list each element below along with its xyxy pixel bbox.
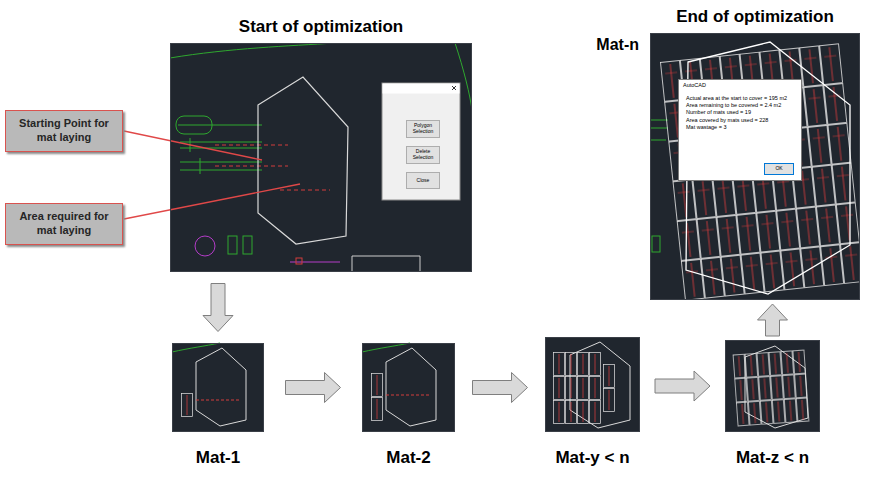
cad-screenshot: Mat-y < n — [545, 337, 640, 432]
heading: Mat-1 — [83, 448, 353, 468]
heading: Mat-z < n — [636, 448, 870, 468]
cad-screenshot: Mat-1 — [172, 343, 264, 432]
ok-button: OK — [764, 163, 794, 175]
mat2-screenshot — [362, 343, 455, 432]
block-arrow — [758, 304, 788, 336]
end-screenshot — [650, 33, 860, 300]
heading: Mat-y < n — [456, 448, 729, 468]
dialog-line: Area covered by mats used = 228 — [686, 117, 768, 124]
button-label: Delete Selection — [409, 149, 437, 161]
heading: Mat-2 — [273, 448, 544, 468]
message-dialog: AutoCAD Actual area at the start to cover… — [678, 79, 802, 181]
callout-text: Starting Point for mat laying — [12, 117, 116, 145]
button-label: OK — [775, 166, 782, 172]
callout-text: Area required for mat laying — [12, 210, 116, 238]
maty-screenshot — [545, 337, 640, 432]
title-bar: AutoCAD — [679, 80, 801, 91]
dialog-line: Area remaining to be covered = 2.4 m2 — [686, 102, 781, 109]
block-arrow — [286, 373, 341, 403]
callout-box: Starting Point for mat laying — [5, 110, 123, 152]
heading: Start of optimization — [81, 17, 561, 37]
dialog-button: Close — [406, 172, 440, 189]
dialog-line: Mat wastage = 3 — [686, 124, 727, 131]
heading: End of optimization — [561, 7, 870, 27]
side-label: Mat-n — [596, 36, 639, 54]
cad-screenshot: Mat-2 — [362, 343, 455, 432]
callout-box: Area required for mat laying — [5, 203, 123, 245]
cad-screenshot: End of optimizationMat-nAutoCADActual ar… — [650, 33, 860, 300]
dialog-line: Actual area at the start to cover = 195 … — [686, 95, 787, 102]
start-screenshot — [170, 43, 472, 272]
block-arrow — [655, 371, 710, 401]
button-label: Polygon Selection — [409, 123, 437, 135]
matz-screenshot — [725, 340, 820, 432]
dialog-line: Number of mats used = 19 — [686, 109, 751, 116]
block-arrow — [203, 284, 233, 332]
dialog-body: Actual area at the start to cover = 195 … — [679, 91, 801, 135]
cad-screenshot: Start of optimizationPolygon SelectionDe… — [170, 43, 472, 272]
dialog-title: AutoCAD — [683, 82, 797, 89]
dialog-button: Delete Selection — [406, 146, 440, 164]
block-arrow — [473, 373, 528, 403]
leader-lines — [124, 131, 300, 219]
mat1-screenshot — [172, 343, 264, 432]
dialog-button: Polygon Selection — [406, 120, 440, 138]
button-label: Close — [417, 178, 430, 184]
cad-screenshot: Mat-z < n — [725, 340, 820, 432]
